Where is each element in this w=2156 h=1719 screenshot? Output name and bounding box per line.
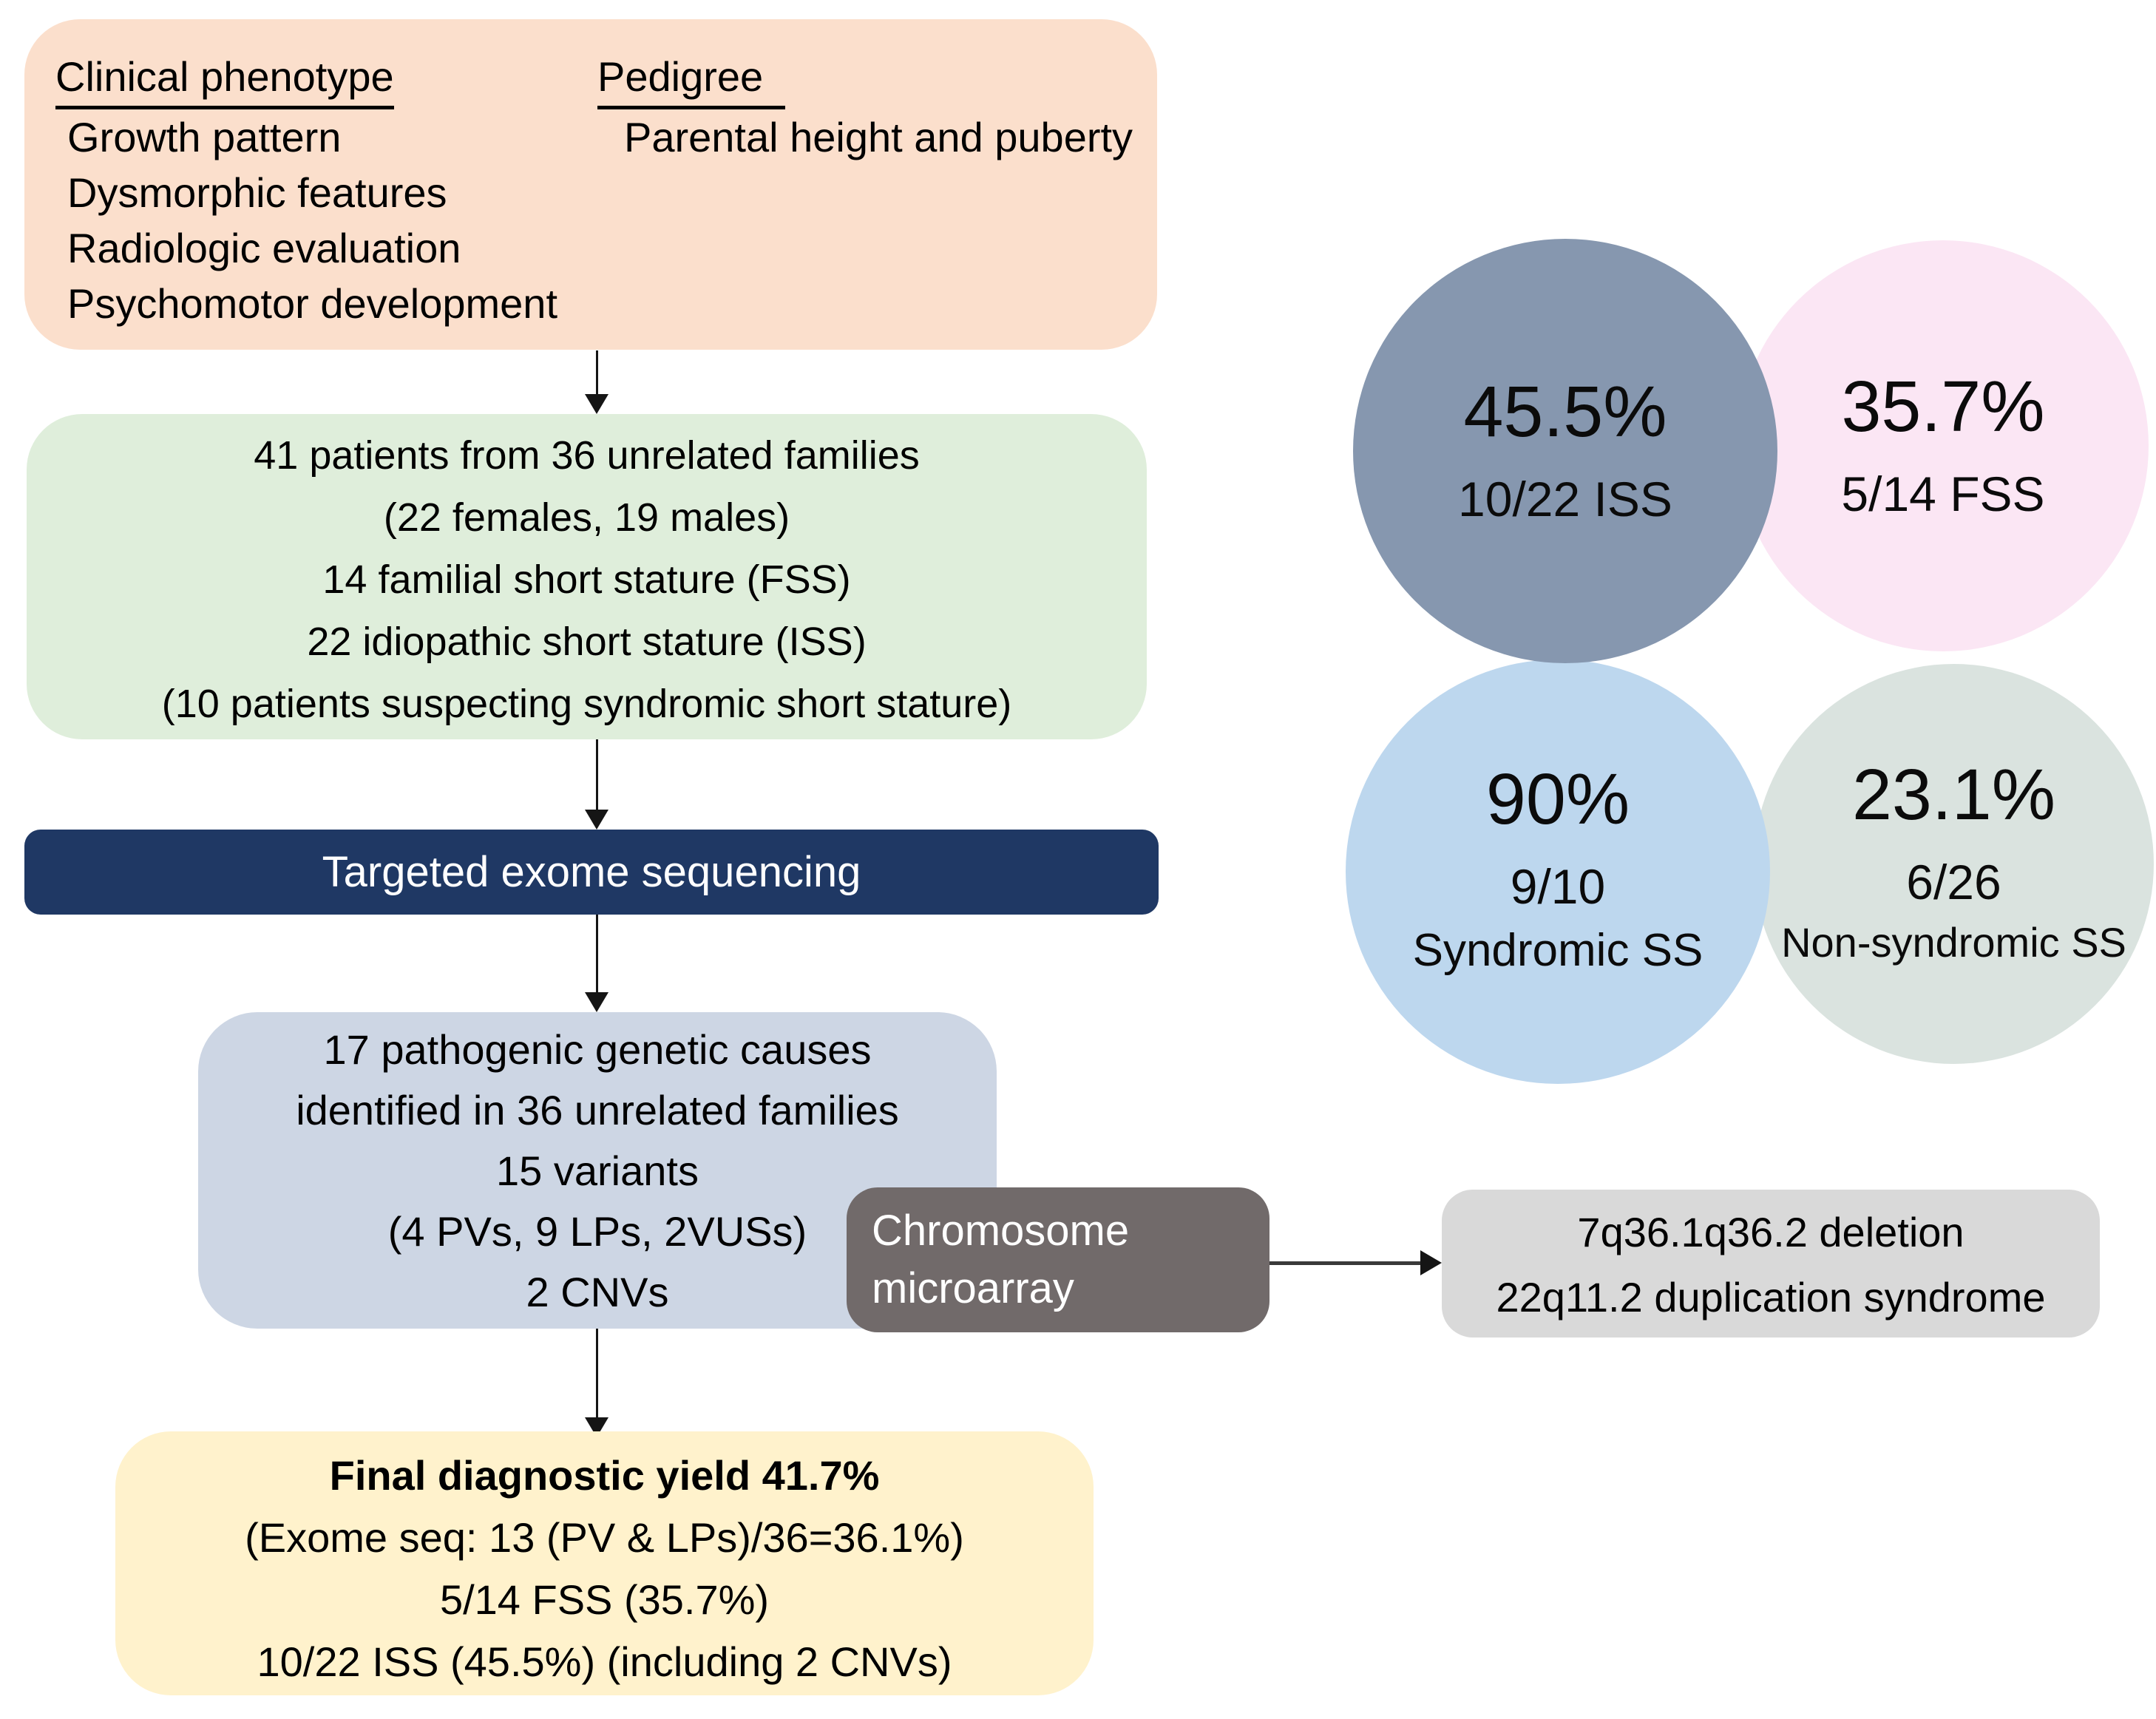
microarray-line: microarray bbox=[872, 1264, 1074, 1312]
fss-yield-percent: 35.7% bbox=[1841, 366, 2045, 447]
results-line: (4 PVs, 9 LPs, 2VUSs) bbox=[387, 1208, 807, 1255]
results-line: 17 pathogenic genetic causes bbox=[323, 1026, 872, 1073]
arrow-shaft bbox=[595, 350, 598, 394]
iss-yield-fraction: 10/22 ISS bbox=[1458, 472, 1672, 527]
sequencing-results-box: 17 pathogenic genetic causes identified … bbox=[198, 1012, 997, 1329]
targeted-exome-sequencing-bar: Targeted exome sequencing bbox=[24, 830, 1159, 915]
arrow-results-to-yield bbox=[585, 1329, 609, 1437]
cohort-line: 22 idiopathic short stature (ISS) bbox=[307, 620, 867, 664]
final-yield-box: Final diagnostic yield 41.7% (Exome seq:… bbox=[115, 1431, 1094, 1695]
microarray-line: Chromosome bbox=[872, 1207, 1130, 1255]
phenotype-item: Dysmorphic features bbox=[67, 169, 447, 216]
cohort-line: 41 patients from 36 unrelated families bbox=[254, 433, 920, 478]
nonsyndromic-yield-fraction: 6/26 bbox=[1906, 854, 2001, 909]
phenotype-item: Psychomotor development bbox=[67, 280, 558, 327]
syndromic-yield-percent: 90% bbox=[1485, 759, 1630, 840]
cohort-line: (10 patients suspecting syndromic short … bbox=[161, 682, 1012, 726]
iss-yield-percent: 45.5% bbox=[1463, 371, 1667, 452]
cnv-line: 22q11.2 duplication syndrome bbox=[1496, 1274, 2046, 1320]
arrow-head-icon bbox=[585, 810, 609, 830]
pedigree-header: Pedigree bbox=[597, 49, 786, 109]
phenotype-item: Growth pattern bbox=[67, 114, 342, 160]
pedigree-item: Parental height and puberty bbox=[624, 114, 1133, 160]
syndromic-yield-fraction: 9/10 bbox=[1510, 859, 1606, 915]
final-yield-title: Final diagnostic yield 41.7% bbox=[329, 1452, 880, 1499]
results-line: 2 CNVs bbox=[526, 1269, 669, 1315]
arrow-head-icon bbox=[585, 394, 609, 414]
arrow-shaft bbox=[1269, 1261, 1420, 1265]
arrow-phenotype-to-cohort bbox=[585, 350, 609, 414]
arrow-head-icon bbox=[1420, 1250, 1442, 1275]
cnv-findings-box: 7q36.1q36.2 deletion 22q11.2 duplication… bbox=[1442, 1190, 2100, 1337]
arrow-shaft bbox=[595, 915, 598, 992]
cohort-box: 41 patients from 36 unrelated families (… bbox=[27, 414, 1147, 739]
yield-circle-iss: 45.5% 10/22 ISS bbox=[1353, 239, 1777, 663]
yield-line: 5/14 FSS (35.7%) bbox=[439, 1576, 770, 1623]
clinical-phenotype-column: Clinical phenotype Growth pattern Dysmor… bbox=[55, 49, 557, 331]
yield-line: 10/22 ISS (45.5%) (including 2 CNVs) bbox=[257, 1638, 952, 1685]
yield-line: (Exome seq: 13 (PV & LPs)/36=36.1%) bbox=[245, 1514, 964, 1561]
fss-yield-fraction: 5/14 FSS bbox=[1841, 467, 2045, 522]
results-line: identified in 36 unrelated families bbox=[296, 1087, 899, 1133]
nonsyndromic-yield-label: Non-syndromic SS bbox=[1781, 919, 2126, 966]
chromosome-microarray-box: Chromosome microarray bbox=[847, 1187, 1269, 1332]
cohort-line: (22 females, 19 males) bbox=[383, 495, 790, 540]
clinical-assessment-box: Clinical phenotype Growth pattern Dysmor… bbox=[24, 19, 1157, 350]
arrow-microarray-to-cnv bbox=[1269, 1250, 1442, 1275]
cnv-line: 7q36.1q36.2 deletion bbox=[1577, 1209, 1965, 1255]
arrow-shaft bbox=[595, 1329, 598, 1417]
arrow-head-icon bbox=[585, 992, 609, 1012]
arrow-shaft bbox=[595, 739, 598, 810]
sequencing-label: Targeted exome sequencing bbox=[322, 848, 861, 896]
arrow-cohort-to-sequencing bbox=[585, 739, 609, 830]
syndromic-yield-label: Syndromic SS bbox=[1412, 924, 1704, 976]
yield-circle-fss: 35.7% 5/14 FSS bbox=[1738, 240, 2149, 651]
yield-circle-syndromic: 90% 9/10 Syndromic SS bbox=[1346, 660, 1770, 1084]
yield-circle-nonsyndromic: 23.1% 6/26 Non-syndromic SS bbox=[1754, 664, 2154, 1064]
phenotype-item: Radiologic evaluation bbox=[67, 225, 461, 271]
pedigree-column: Pedigree Parental height and puberty bbox=[597, 49, 1133, 165]
results-line: 15 variants bbox=[496, 1147, 699, 1194]
arrow-sequencing-to-results bbox=[585, 915, 609, 1012]
clinical-phenotype-header: Clinical phenotype bbox=[55, 49, 394, 109]
cohort-line: 14 familial short stature (FSS) bbox=[322, 557, 851, 602]
nonsyndromic-yield-percent: 23.1% bbox=[1851, 754, 2056, 835]
